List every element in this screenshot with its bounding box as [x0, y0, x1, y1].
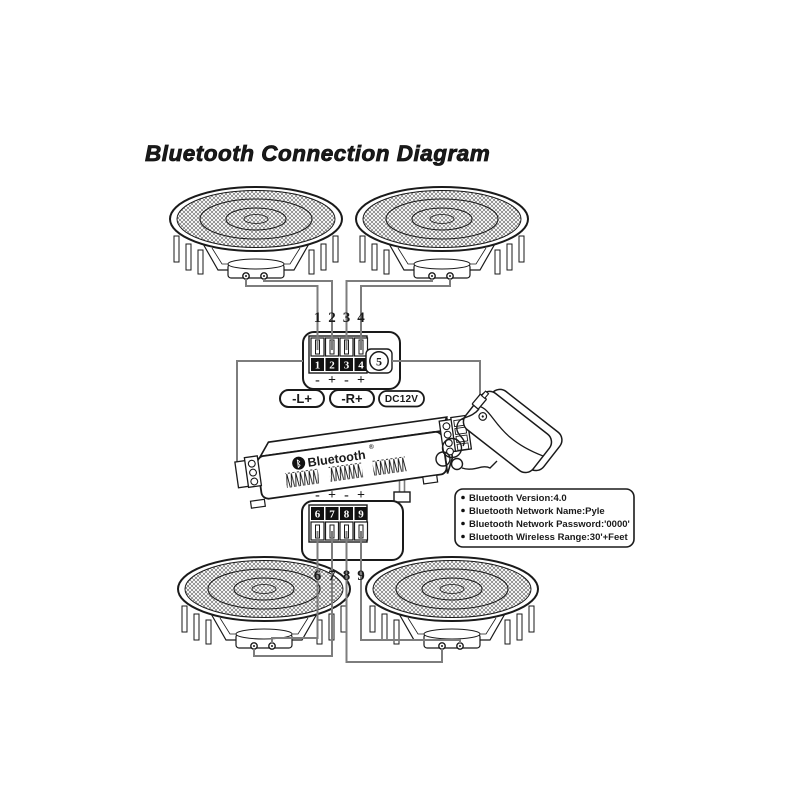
wire-3 [345, 279, 433, 350]
terminal-number-3: 3 [344, 360, 350, 372]
terminal-number-8: 8 [344, 509, 350, 521]
polarity-sign: + [357, 488, 365, 503]
bluetooth-amplifier: ᛒ Bluetooth ® [234, 414, 473, 509]
adapter-cord [435, 408, 498, 471]
power-label: DC12V [385, 394, 418, 405]
wire-number-9: 9 [357, 568, 365, 584]
right-channel-label: -R+ [341, 391, 363, 406]
vent-grille [284, 468, 320, 489]
terminal-number-2: 2 [329, 360, 335, 372]
speaker-bottom-left [177, 556, 351, 651]
vent-grille [372, 456, 407, 476]
wire-7 [253, 531, 333, 657]
info-line-range: Bluetooth Wireless Range:30'+Feet [469, 532, 629, 543]
top-wire-numbers: 1 2 3 4 [314, 310, 366, 326]
wire-number-4: 4 [357, 310, 365, 326]
wire-number-1: 1 [314, 310, 322, 326]
wire-number-3: 3 [343, 310, 351, 326]
terminal-number-6: 6 [315, 509, 321, 521]
wire-number-2: 2 [328, 310, 336, 326]
terminal-number-1: 1 [315, 360, 321, 372]
wire-number-7: 7 [328, 568, 336, 584]
bullet-icon [461, 508, 465, 513]
polarity-sign: - [344, 488, 349, 503]
polarity-sign: - [344, 373, 349, 388]
amp-polarity: - + - + [315, 488, 365, 503]
terminal-number-7: 7 [329, 509, 335, 521]
bottom-wire-numbers: 6 7 8 9 [314, 568, 365, 584]
info-box: Bluetooth Version:4.0 Bluetooth Network … [454, 488, 635, 548]
info-line-password: Bluetooth Network Password:'0000' [469, 519, 630, 530]
wire-6 [271, 531, 319, 643]
jack-number: 5 [376, 355, 382, 369]
bullet-icon [461, 495, 465, 500]
wire-1 [245, 279, 319, 350]
wire-9 [360, 531, 461, 644]
bluetooth-logo-icon [292, 456, 306, 470]
dc-jack: 5 [365, 348, 393, 374]
bluetooth-rune: ᛒ [295, 458, 302, 469]
speaker-top-right [355, 186, 529, 281]
terminal-number-4: 4 [358, 360, 364, 372]
bullet-icon [461, 521, 465, 526]
polarity-sign: + [328, 373, 336, 388]
polarity-sign: - [315, 373, 320, 388]
polarity-sign: + [357, 373, 365, 388]
bullet-icon [461, 534, 465, 539]
power-wire [392, 360, 481, 398]
vent-grille [328, 462, 364, 482]
bottom-block-tab [393, 491, 411, 503]
wire-8 [345, 531, 443, 663]
speaker-top-left [169, 186, 343, 281]
page-title: Bluetooth Connection Diagram [145, 141, 490, 166]
left-channel-label: -L+ [292, 391, 312, 406]
dc-plug [471, 390, 490, 410]
wire-4 [360, 279, 451, 350]
polarity-sign: + [328, 488, 336, 503]
info-line-version: Bluetooth Version:4.0 [469, 493, 567, 504]
wire-2 [263, 279, 333, 350]
power-adapter [435, 388, 563, 474]
bottom-terminal-numbers: 6 7 8 9 [311, 507, 368, 521]
registered-mark: ® [369, 443, 375, 452]
wire-number-6: 6 [314, 568, 322, 584]
channel-labels: -L+ -R+ DC12V [279, 389, 425, 408]
polarity-sign: - [315, 488, 320, 503]
speaker-bottom-right [365, 556, 539, 651]
terminal-number-9: 9 [358, 509, 364, 521]
top-polarity: - + - + [315, 373, 365, 388]
wire-number-8: 8 [343, 568, 351, 584]
top-terminal-numbers: 1 2 3 4 [311, 358, 368, 372]
info-line-name: Bluetooth Network Name:Pyle [469, 506, 605, 517]
